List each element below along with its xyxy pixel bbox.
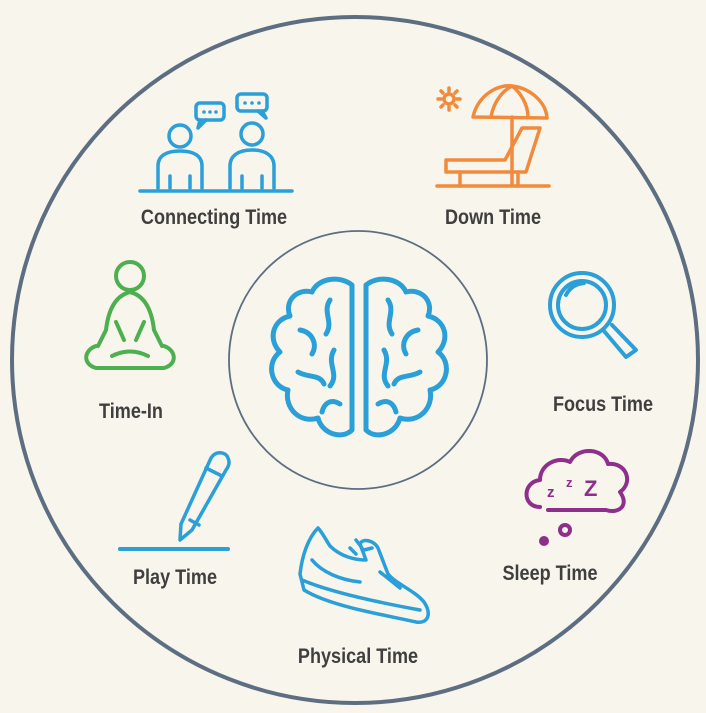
svg-text:Z: Z xyxy=(584,476,597,501)
speech-dots xyxy=(202,101,261,114)
svg-text:z: z xyxy=(547,484,555,501)
label-physical-time: Physical Time xyxy=(297,645,419,668)
outer-ring xyxy=(10,15,700,705)
beach-chair-umbrella-icon xyxy=(435,84,551,188)
label-sleep-time: Sleep Time xyxy=(502,562,598,585)
zzz-glyphs: z z Z xyxy=(547,475,597,501)
label-connecting-time: Connecting Time xyxy=(140,206,288,229)
label-time-in: Time-In xyxy=(99,400,163,423)
sneaker-icon xyxy=(298,526,430,624)
conversation-people-icon xyxy=(138,92,294,193)
label-down-time: Down Time xyxy=(445,206,541,229)
magnifying-glass-icon xyxy=(548,271,638,359)
label-focus-time: Focus Time xyxy=(552,393,654,416)
label-play-time: Play Time xyxy=(132,566,217,589)
sleep-cloud-icon xyxy=(524,449,630,546)
brain-icon xyxy=(269,276,449,438)
meditation-icon xyxy=(84,260,176,370)
pencil-drawing-icon xyxy=(118,451,231,551)
svg-text:z: z xyxy=(566,475,573,490)
inner-ring xyxy=(228,230,488,490)
